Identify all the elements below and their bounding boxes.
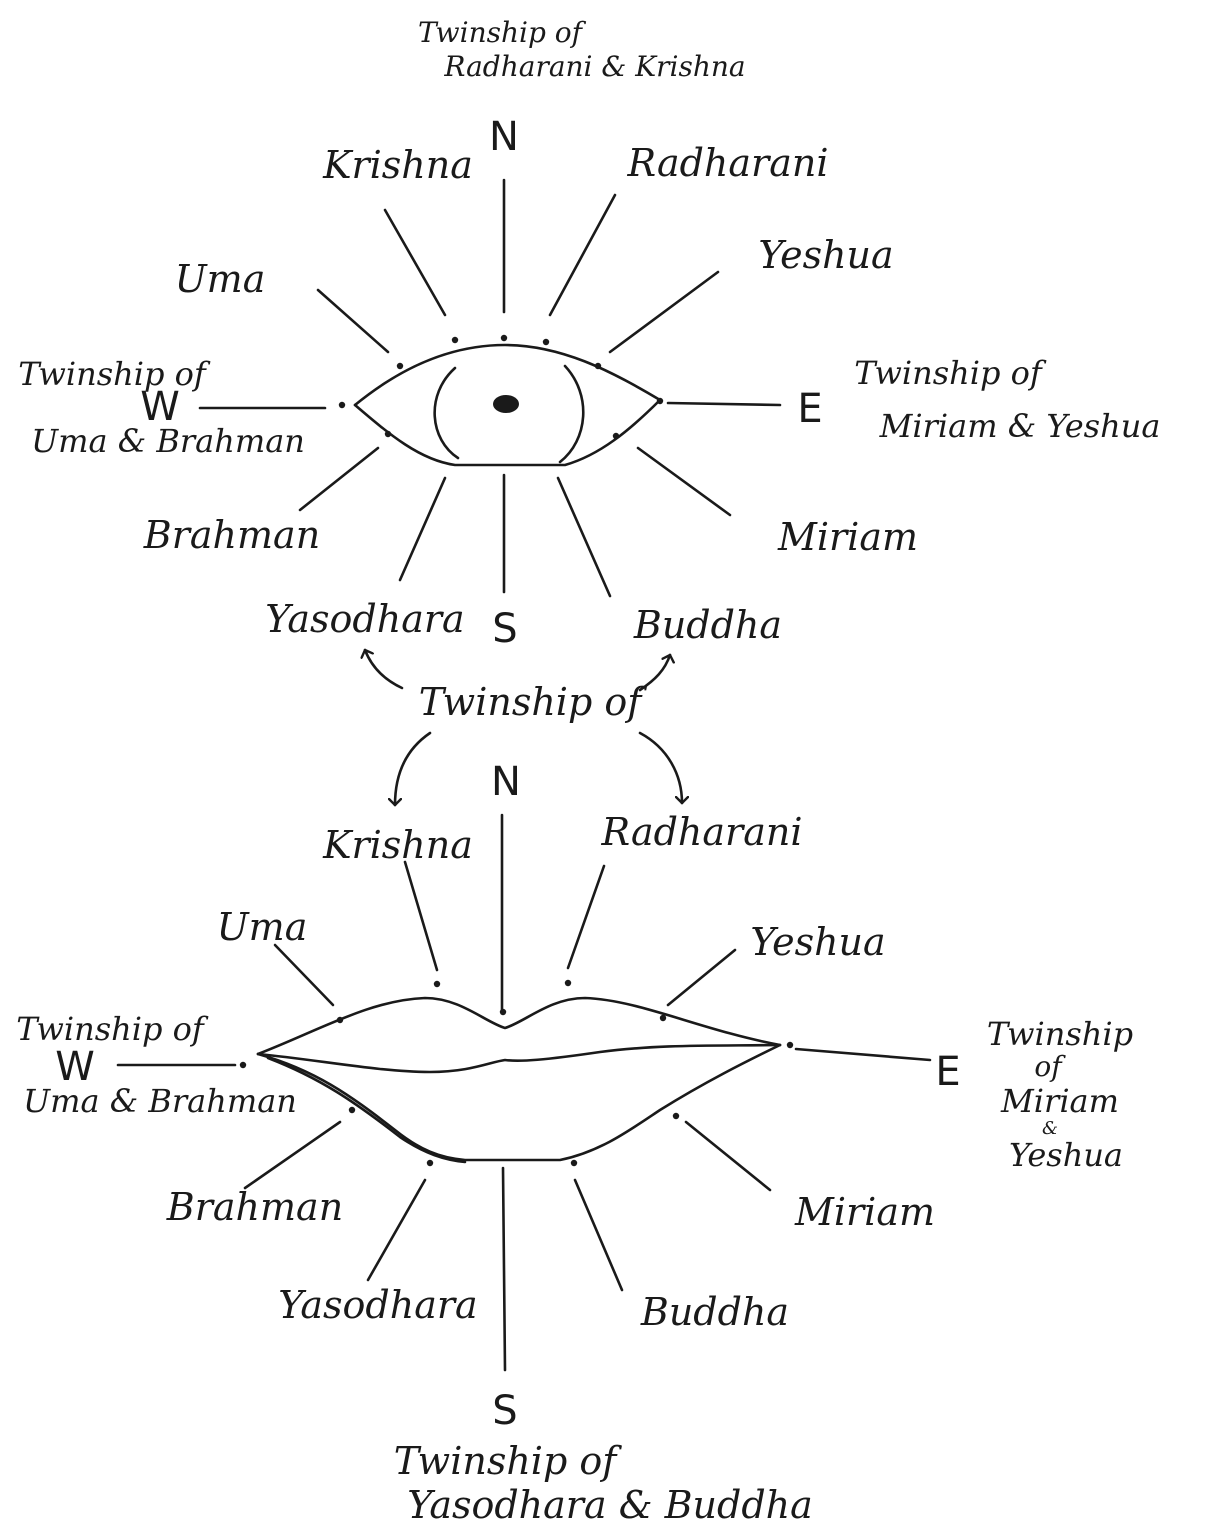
eye-north-letter: N	[489, 114, 519, 160]
lips-east-twinship-line5: Yeshua	[1009, 1136, 1123, 1174]
lips-west-twinship-line1: Twinship of	[16, 1010, 209, 1048]
eye-iris-left	[433, 366, 460, 460]
lips-label-uma: Uma	[217, 905, 308, 949]
lips-west-letter: W	[55, 1044, 95, 1090]
eye-west-twinship-line1: Twinship of	[18, 355, 211, 393]
lips-label-radharani: Radharani	[600, 810, 802, 854]
lips-ray-uma	[273, 943, 335, 1007]
eye-shape	[353, 343, 662, 467]
eye-east-twinship-line2: Miriam & Yeshua	[879, 407, 1161, 445]
arrow-to-krishna	[395, 731, 432, 807]
lips-lower-outline-double	[266, 1056, 467, 1164]
lips-east-twinship-line4: &	[1042, 1118, 1058, 1139]
eye-label-miriam: Miriam	[777, 515, 918, 559]
eye-ray-krishna	[383, 208, 447, 317]
lips-label-miriam: Miriam	[794, 1190, 935, 1234]
lips-south-letter: S	[492, 1388, 517, 1434]
eye-ray-brahman	[298, 446, 380, 512]
lips-upper-outline	[256, 996, 782, 1056]
lips-north-letter: N	[491, 759, 521, 805]
lips-shape	[256, 996, 782, 1164]
arrow-to-buddha	[638, 653, 670, 692]
lips-ray-krishna	[403, 860, 439, 972]
lips-rays	[116, 813, 932, 1372]
lips-ray-yasodhara	[366, 1178, 427, 1282]
eye-top-twinship-line1: Twinship of	[418, 16, 587, 49]
arrow-to-radharani	[638, 731, 682, 805]
lips-ray-miriam	[684, 1120, 772, 1192]
lips-east-letter: E	[935, 1049, 960, 1095]
eye-rays	[198, 178, 782, 598]
eye-east-letter: E	[797, 386, 822, 432]
eye-diagram: Twinship of Radharani & Krishna N S E	[18, 16, 1160, 652]
lips-east-twinship-line2: of	[1034, 1050, 1066, 1083]
eye-pupil	[493, 395, 519, 413]
eye-ray-miriam	[636, 446, 732, 517]
lips-ray-yeshua	[666, 948, 737, 1007]
lips-ray-south	[501, 1166, 507, 1372]
eye-label-yeshua: Yeshua	[758, 233, 893, 277]
lips-label-brahman: Brahman	[166, 1185, 343, 1229]
eye-upper-lid	[353, 343, 662, 407]
eye-ray-radharani	[548, 193, 617, 317]
lips-label-yasodhara: Yasodhara	[278, 1283, 477, 1327]
eye-south-letter: S	[492, 606, 517, 652]
eye-top-twinship-line2: Radharani & Krishna	[443, 50, 745, 83]
eye-lower-lid	[353, 398, 662, 467]
lips-east-twinship-line3: Miriam	[1000, 1082, 1119, 1120]
middle-link: Twinship of	[365, 648, 682, 807]
eye-label-radharani: Radharani	[626, 141, 828, 185]
arrow-to-yasodhara	[365, 648, 404, 690]
lips-ray-brahman	[243, 1120, 342, 1190]
lips-label-krishna: Krishna	[322, 823, 473, 867]
lips-ray-buddha	[573, 1178, 624, 1292]
lips-east-twinship-line1: Twinship	[987, 1015, 1133, 1053]
eye-label-uma: Uma	[175, 257, 266, 301]
eye-east-twinship-line1: Twinship of	[854, 354, 1047, 392]
lips-lower-outline	[256, 1043, 782, 1162]
lips-mouth-line	[256, 1043, 782, 1074]
eye-ray-buddha	[556, 476, 612, 598]
eye-west-letter: W	[140, 384, 180, 430]
lips-bottom-twinship-line2: Yasodhara & Buddha	[407, 1483, 813, 1527]
eye-label-yasodhara: Yasodhara	[265, 597, 464, 641]
eye-ray-yeshua	[608, 270, 720, 354]
lips-label-yeshua: Yeshua	[750, 920, 885, 964]
middle-twinship-of: Twinship of	[419, 680, 648, 724]
lips-west-twinship-line2: Uma & Brahman	[23, 1082, 297, 1120]
lips-dots	[239, 979, 794, 1167]
lips-diagram: N	[16, 759, 1133, 1527]
eye-ray-uma	[316, 288, 390, 354]
eye-label-buddha: Buddha	[633, 603, 782, 647]
eye-label-brahman: Brahman	[143, 513, 320, 557]
lips-ray-east	[794, 1047, 932, 1062]
lips-ray-radharani	[566, 864, 606, 970]
eye-ray-yasodhara	[398, 476, 447, 582]
eye-ray-east	[666, 401, 782, 407]
eye-iris-right	[558, 364, 585, 464]
eye-label-krishna: Krishna	[322, 143, 473, 187]
lips-label-buddha: Buddha	[640, 1290, 789, 1334]
lips-bottom-twinship-line1: Twinship of	[394, 1439, 623, 1483]
eye-west-twinship-line2: Uma & Brahman	[31, 422, 305, 460]
